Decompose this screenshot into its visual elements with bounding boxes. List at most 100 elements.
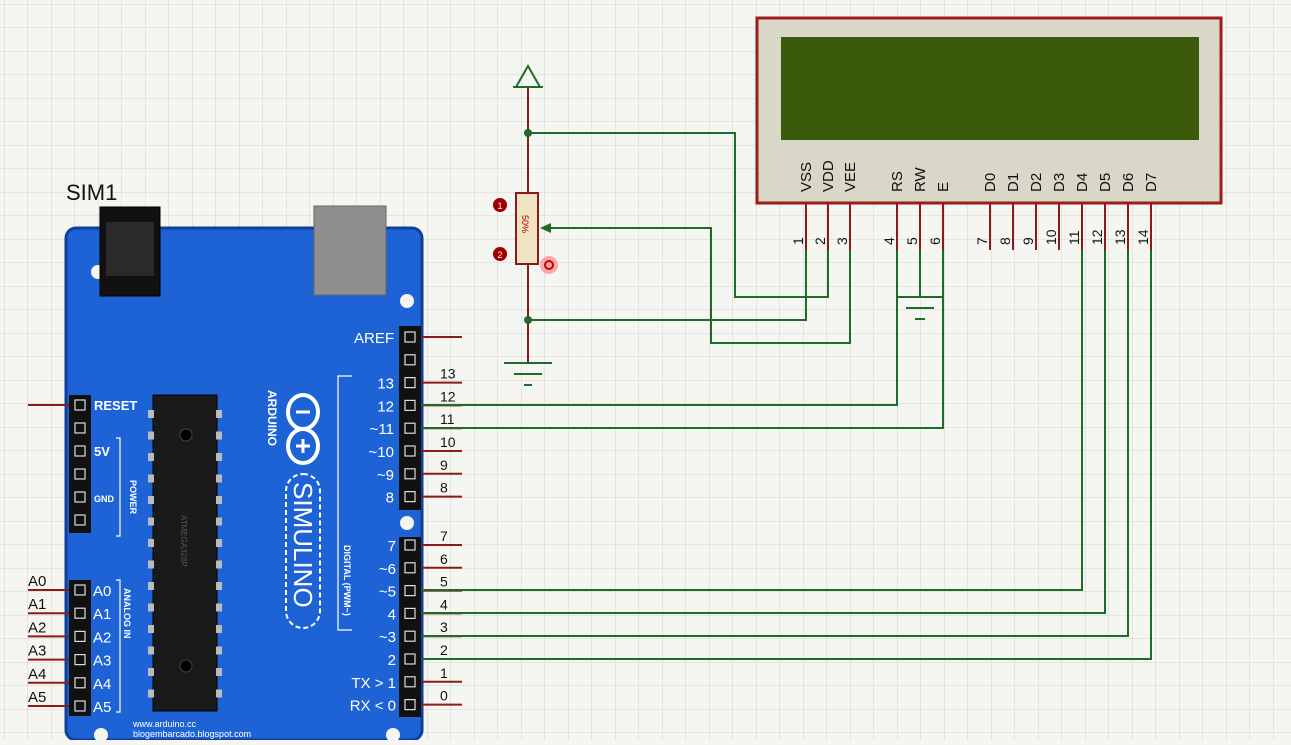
pin-socket[interactable]: [404, 676, 416, 688]
wire: [421, 250, 1106, 614]
brand-frame: [285, 473, 321, 629]
chip-leg: [148, 625, 154, 633]
power-pin-label: 5V: [94, 444, 110, 459]
chip-leg: [216, 603, 222, 612]
wire-label: 12: [440, 388, 456, 404]
power-jack-inner: [106, 222, 154, 276]
pot-wiper-handle[interactable]: [544, 260, 554, 270]
chip-leg: [148, 603, 154, 612]
logo-text: ARDUINO: [265, 390, 279, 446]
pin-socket[interactable]: [74, 422, 86, 434]
chip-leg: [216, 431, 222, 440]
wire-label: A0: [28, 573, 46, 590]
pin-socket[interactable]: [404, 468, 416, 480]
pot-terminal-2[interactable]: [493, 247, 507, 261]
pin-socket[interactable]: [404, 445, 416, 457]
chip-leg: [216, 582, 222, 590]
lcd-pin-number: 13: [1112, 229, 1128, 245]
wire-label: 5: [440, 574, 448, 590]
digital-pin-label: 7: [388, 538, 396, 555]
wire: [421, 250, 1129, 637]
pin-socket[interactable]: [74, 584, 86, 596]
pin-socket[interactable]: [74, 445, 86, 457]
chip-leg: [148, 517, 154, 526]
wire-label: 2: [440, 642, 448, 658]
chip-leg: [148, 453, 154, 461]
wire: [528, 250, 807, 321]
footer-url: blogembarcado.blogspot.com: [133, 729, 251, 739]
lcd-pins: VSS1VDD2VEE3RS4RW5E6D07D18D29D310D411D51…: [790, 160, 1160, 250]
pin-socket[interactable]: [74, 630, 86, 643]
digital-pin-label: ~6: [379, 561, 396, 578]
lcd-pin-name: VSS: [798, 162, 815, 192]
pin-socket[interactable]: [404, 584, 416, 597]
lcd-display[interactable]: VSS1VDD2VEE3RS4RW5E6D07D18D29D310D411D51…: [755, 16, 1223, 250]
pin-socket[interactable]: [404, 630, 416, 642]
pin-socket[interactable]: [404, 422, 416, 434]
pin-socket[interactable]: [404, 653, 416, 665]
pin-socket[interactable]: [404, 331, 416, 343]
chip-dot: [179, 659, 193, 673]
chip-leg: [148, 646, 154, 655]
wire: [421, 250, 944, 429]
wiper-arrow: [540, 223, 551, 233]
lcd-pin-name: D2: [1028, 173, 1045, 192]
pin-socket[interactable]: [404, 354, 416, 366]
pin-socket[interactable]: [404, 399, 416, 411]
chip-leg: [216, 410, 222, 418]
pin-socket[interactable]: [74, 700, 86, 712]
analog-header: [69, 580, 91, 716]
lcd-pin-number: 5: [904, 237, 920, 245]
pin-socket[interactable]: [74, 491, 86, 503]
digital-header-bottom: [399, 537, 421, 717]
wire-label: A5: [28, 689, 46, 706]
digital-pin-label: AREF: [354, 330, 394, 347]
analog-bracket: [116, 579, 121, 713]
pin-socket[interactable]: [74, 653, 86, 666]
simulino-board[interactable]: SIM1 ATMEGA328P ARDUINO SIMULINO DIGITAL…: [28, 180, 462, 742]
pin-socket[interactable]: [404, 607, 416, 620]
lcd-pin-number: 14: [1135, 229, 1151, 245]
potentiometer[interactable]: 50% 1 2: [493, 63, 558, 386]
chip-leg: [216, 496, 222, 504]
pin-socket[interactable]: [74, 607, 86, 619]
lcd-pin-name: E: [935, 182, 952, 192]
pin-socket[interactable]: [404, 377, 416, 389]
pin-socket[interactable]: [74, 514, 86, 526]
chip-leg: [148, 582, 154, 590]
digital-pin-label: 8: [386, 490, 394, 507]
power-bracket: [116, 437, 121, 537]
power-label: POWER: [128, 480, 138, 515]
wire-label: A2: [28, 619, 46, 636]
lcd-pin-name: VDD: [820, 160, 837, 192]
digital-pin-label: ~5: [379, 584, 396, 601]
pot-terminal-1-label: 1: [497, 201, 502, 211]
pin-socket[interactable]: [74, 468, 86, 480]
pin-socket[interactable]: [74, 399, 86, 411]
pin-socket[interactable]: [74, 677, 86, 689]
component-ref: SIM1: [66, 180, 117, 205]
analog-pin-label: A5: [93, 699, 111, 716]
pin-socket[interactable]: [404, 539, 416, 551]
pin-socket[interactable]: [404, 562, 416, 574]
lcd-pin-name: D7: [1143, 173, 1160, 192]
lcd-pin-name: RS: [889, 171, 906, 192]
wire-label: 11: [440, 411, 455, 427]
power-pin-label: GND: [94, 494, 115, 504]
power-header: [69, 395, 91, 533]
chip-leg: [148, 668, 154, 676]
chip-leg: [216, 474, 222, 483]
digital-pin-label: RX < 0: [350, 698, 396, 715]
wire-label: A1: [28, 596, 46, 613]
analog-pin-label: A1: [93, 606, 111, 623]
wire: [421, 250, 1083, 591]
junction-dots: [524, 129, 532, 324]
digital-pin-label: 12: [377, 398, 394, 415]
chip-leg: [216, 625, 222, 633]
lcd-pin-number: 12: [1089, 229, 1105, 245]
pin-socket[interactable]: [404, 698, 416, 711]
pin-socket[interactable]: [404, 491, 416, 503]
lcd-pin-number: 1: [790, 237, 806, 245]
pot-terminal-1[interactable]: [493, 198, 507, 212]
